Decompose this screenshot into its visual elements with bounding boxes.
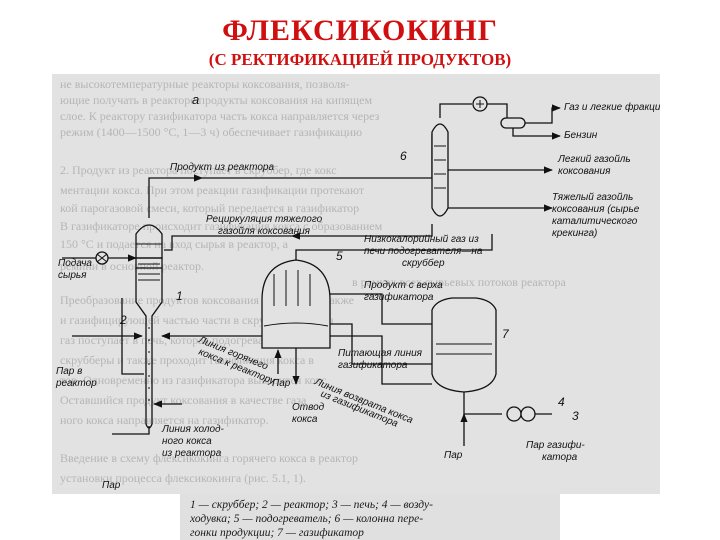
background-text: не высокотемпературные реакторы коксован… [60, 77, 567, 485]
bg-line: Оставшийся продукт коксования в качестве… [60, 393, 307, 407]
label-steam-gasifier: Пар газифи- [526, 439, 585, 451]
number-6: 6 [400, 149, 407, 163]
label-gas: Газ и легкие фракции [564, 101, 660, 113]
label-product-gasifier: газификатора [364, 291, 434, 303]
gasifier-7 [431, 297, 497, 393]
number-4: 4 [558, 395, 565, 409]
label-light-gasoil: Легкий газойль [557, 154, 631, 165]
label-heavy-gasoil: крекинга) [552, 228, 597, 239]
bg-line: 150 °С и подается на вход сырья в реакто… [60, 237, 289, 251]
label-steam: Пар [444, 450, 463, 461]
label-heavy-gasoil: коксования (сырье [552, 204, 640, 215]
bg-line: режим (1400—1500 °С, 1—3 ч) обеспечивает… [60, 125, 362, 139]
label-heavy-gasoil: каталитического [552, 216, 638, 227]
bg-line: тор. Одновременно из газификатора выводи… [60, 373, 330, 387]
bg-line: ющие получать в реакторе продукты коксов… [60, 93, 372, 107]
label-steam-reactor: реактор [55, 378, 97, 389]
label-recirculation: газойля коксования [218, 226, 311, 237]
label-benzin: Бензин [564, 130, 598, 141]
bg-line: скрубберы и также проходит газификация к… [60, 353, 314, 367]
label-heavy-gasoil: Тяжелый газойль [552, 192, 633, 203]
label-steam: Пар [102, 480, 121, 491]
bg-line: Введение в схему флексикокинга горячего … [60, 451, 358, 465]
bg-line: ремини в основной реактор. [60, 259, 204, 273]
label-lowcal-gas: скруббер [402, 257, 445, 269]
bg-line: 2. Продукт из реактора поступает в скруб… [60, 163, 337, 177]
number-1: 1 [176, 289, 183, 303]
label-lowcal-gas: Низкокалорийный газ из [364, 234, 479, 245]
bg-line: ного кокса направляется на газификатор. [60, 413, 269, 427]
label-steam: Пар [272, 378, 291, 389]
label-steam-reactor: Пар в [56, 366, 82, 377]
label-coke-out: кокса [292, 414, 318, 425]
legend-line: 1 — скруббер; 2 — реактор; 3 — печь; 4 —… [190, 499, 433, 511]
label-light-gasoil: коксования [558, 166, 611, 177]
number-2: 2 [119, 313, 127, 327]
bg-line: в рамках всех сырьевых потоков реактора [352, 275, 567, 289]
label-feed: Подача [58, 258, 92, 269]
page-title: ФЛЕКСИКОКИНГ [222, 14, 498, 47]
diagram-panel: не высокотемпературные реакторы коксован… [52, 74, 666, 494]
label-cold-coke: Линия холод- [161, 424, 225, 435]
page-subtitle: (С РЕКТИФИКАЦИЕЙ ПРОДУКТОВ) [208, 50, 512, 69]
column-6 [431, 123, 449, 217]
label-cold-coke: ного кокса [162, 436, 212, 447]
number-5: 5 [336, 249, 343, 263]
number-7: 7 [502, 327, 510, 341]
bg-line: газ поступает в печь, которая подогревае… [60, 333, 293, 347]
label-feed-line: Питающая линия [338, 348, 423, 359]
legend-line: гонки продукции; 7 — газификатор [190, 527, 364, 539]
label-product-reactor: Продукт из реактора [170, 162, 274, 173]
label-feed: сырья [58, 270, 87, 281]
label-feed-line: газификатора [338, 359, 408, 371]
label-coke-out: Отвод [292, 402, 325, 413]
bg-line: установки процесса флексикокинга (рис. 5… [60, 471, 306, 485]
legend-line: ходувка; 5 — подогреватель; 6 — колонна … [190, 513, 424, 525]
label-lowcal-gas: печи подогревателя—на [364, 246, 483, 257]
flexicoking-diagram: не высокотемпературные реакторы коксован… [55, 77, 666, 491]
bg-line: не высокотемпературные реакторы коксован… [60, 77, 350, 91]
bg-line: кой парогазовой смеси, который передаетс… [60, 201, 359, 215]
label-product-gasifier: Продукт с верха [364, 280, 443, 291]
legend: 1 — скруббер; 2 — реактор; 3 — печь; 4 —… [180, 494, 560, 540]
process-lines [62, 96, 561, 446]
marker-a: а [192, 92, 199, 107]
bg-line: ментации кокса. При этом реакции газифик… [60, 183, 365, 197]
number-3: 3 [572, 409, 579, 423]
label-recirculation: Рециркуляция тяжелого [206, 214, 323, 225]
label-steam-gasifier: катора [542, 452, 578, 463]
label-cold-coke: из реактора [162, 448, 222, 459]
bg-line: слое. К реактору газификатора часть кокс… [60, 109, 380, 123]
heater-5 [261, 259, 331, 349]
